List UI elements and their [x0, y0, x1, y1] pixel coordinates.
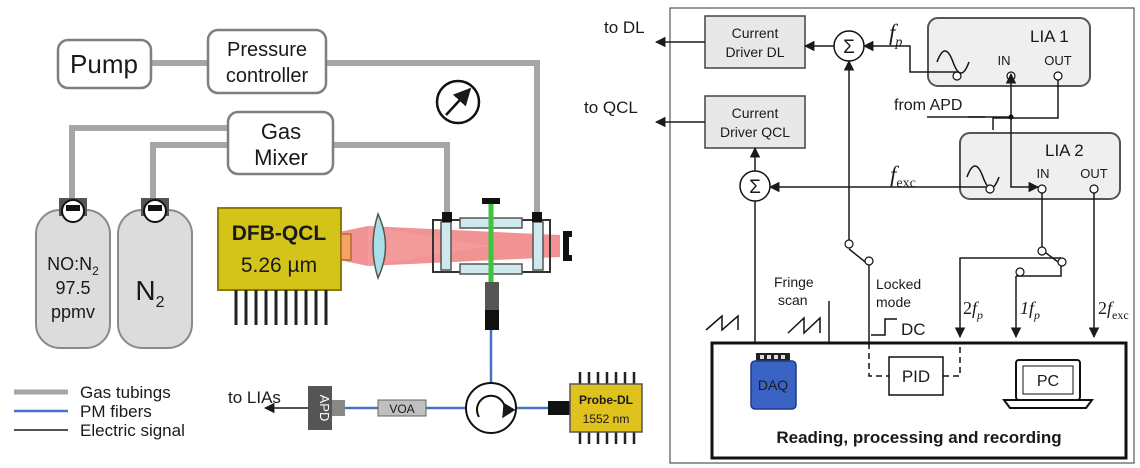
legend-gas: Gas tubings: [80, 383, 171, 402]
lia1-in-label: IN: [998, 53, 1011, 68]
probe-dl: Probe-DL 1552 nm: [548, 372, 643, 444]
pump-label: Pump: [70, 49, 138, 79]
gas-mixer-line2: Mixer: [254, 145, 308, 170]
driver-dl-line2: Driver DL: [725, 44, 784, 60]
lens-icon: [372, 211, 387, 281]
voa-label: VOA: [389, 402, 414, 416]
pressure-controller: Pressure controller: [206, 28, 328, 95]
cylinder-no-conc: 97.5: [55, 278, 90, 298]
locked-mode-line2: mode: [876, 294, 911, 310]
lia1-label: LIA 1: [1030, 27, 1069, 46]
pid-box: PID: [868, 343, 961, 396]
voa-box: VOA: [377, 399, 427, 417]
fiber-collimator: [485, 282, 499, 330]
sum-qcl-symbol: Σ: [749, 177, 761, 198]
electric-wiring: [749, 40, 1100, 343]
legend-electric: Electric signal: [80, 421, 185, 440]
sawtooth-daq-icon: [705, 314, 739, 332]
label-2fp: 2fp: [963, 298, 983, 322]
fp-label: fp: [889, 20, 902, 50]
legend: Gas tubings PM fibers Electric signal: [14, 383, 185, 440]
driver-qcl-line1: Current: [732, 105, 779, 121]
to-lias-label: to LIAs: [228, 388, 281, 407]
cylinder-no-sub: 2: [92, 264, 99, 278]
cylinder-n2-sub: 2: [156, 294, 165, 311]
label-2fexc: 2fexc: [1098, 298, 1129, 322]
lia2-label: LIA 2: [1045, 141, 1084, 160]
pid-label: PID: [902, 367, 930, 386]
lia1-box: LIA 1 IN OUT: [927, 17, 1091, 87]
sawtooth-fringe-icon: [787, 316, 821, 335]
legend-fiber: PM fibers: [80, 402, 152, 421]
daq-unit: DAQ: [750, 353, 797, 410]
qcl-name: DFB-QCL: [232, 222, 327, 245]
pressure-controller-line1: Pressure: [227, 39, 307, 61]
lia1-sine-icon: [936, 50, 970, 74]
label-1fp: 1fp: [1020, 298, 1040, 322]
lia2-box: LIA 2 IN OUT: [959, 132, 1121, 200]
cylinder-n2-text: N: [135, 275, 155, 306]
probe-dl-name: Probe-DL: [579, 393, 633, 407]
cylinder-no-n2: NO:N2 97.5 ppmv: [35, 198, 111, 349]
fringe-scan-line2: scan: [778, 292, 808, 308]
qcl-wavelength: 5.26 µm: [241, 254, 317, 277]
fringe-scan-line1: Fringe: [774, 274, 814, 290]
lia1-out-label: OUT: [1044, 53, 1072, 68]
gas-cell: [432, 198, 572, 282]
svg-text:NO:N2: NO:N2: [47, 254, 99, 278]
cylinder-no-text: NO:N: [47, 254, 92, 274]
from-apd-label: from APD: [894, 97, 962, 114]
locked-mode-line1: Locked: [876, 276, 921, 292]
dfb-qcl: DFB-QCL 5.26 µm: [217, 207, 352, 325]
apd-detector: APD: [308, 386, 345, 430]
current-driver-qcl: Current Driver QCL: [704, 95, 806, 149]
sum-dl-symbol: Σ: [843, 37, 855, 58]
lia2-in-label: IN: [1037, 166, 1050, 181]
fexc-label: fexc: [890, 162, 916, 191]
probe-dl-wavelength: 1552 nm: [583, 412, 630, 426]
mode-switch: [844, 239, 1067, 277]
dc-step-icon: [871, 318, 897, 336]
to-dl-label: to DL: [604, 18, 645, 37]
pump-box: Pump: [56, 38, 153, 90]
lia2-out-label: OUT: [1080, 166, 1108, 181]
pc-icon: PC: [1002, 359, 1094, 409]
gas-mixer: Gas Mixer: [226, 110, 335, 176]
lia2-sine-icon: [966, 165, 1000, 189]
electronics-panel: [669, 7, 1135, 464]
pressure-controller-line2: controller: [226, 65, 309, 87]
driver-dl-line1: Current: [732, 25, 779, 41]
cylinder-no-unit: ppmv: [51, 302, 95, 322]
svg-text:N2: N2: [135, 275, 164, 311]
pm-fibers: [345, 330, 548, 410]
pressure-gauge-icon: [435, 79, 481, 125]
from-apd-junction: [1008, 114, 1014, 120]
sum-node-dl: Σ: [833, 30, 865, 62]
driver-qcl-line2: Driver QCL: [720, 124, 790, 140]
apd-label: APD: [317, 395, 332, 422]
gas-mixer-line1: Gas: [261, 119, 301, 144]
sum-node-qcl: Σ: [739, 170, 771, 202]
gas-tubing: [69, 60, 540, 218]
dc-label: DC: [901, 320, 926, 339]
cylinder-n2: N2: [117, 198, 193, 349]
circulator-icon: [465, 382, 517, 434]
daq-label: DAQ: [758, 377, 788, 393]
to-qcl-label: to QCL: [584, 98, 638, 117]
pc-label: PC: [1037, 373, 1059, 390]
current-driver-dl: Current Driver DL: [704, 15, 806, 69]
processing-title: Reading, processing and recording: [776, 428, 1061, 447]
